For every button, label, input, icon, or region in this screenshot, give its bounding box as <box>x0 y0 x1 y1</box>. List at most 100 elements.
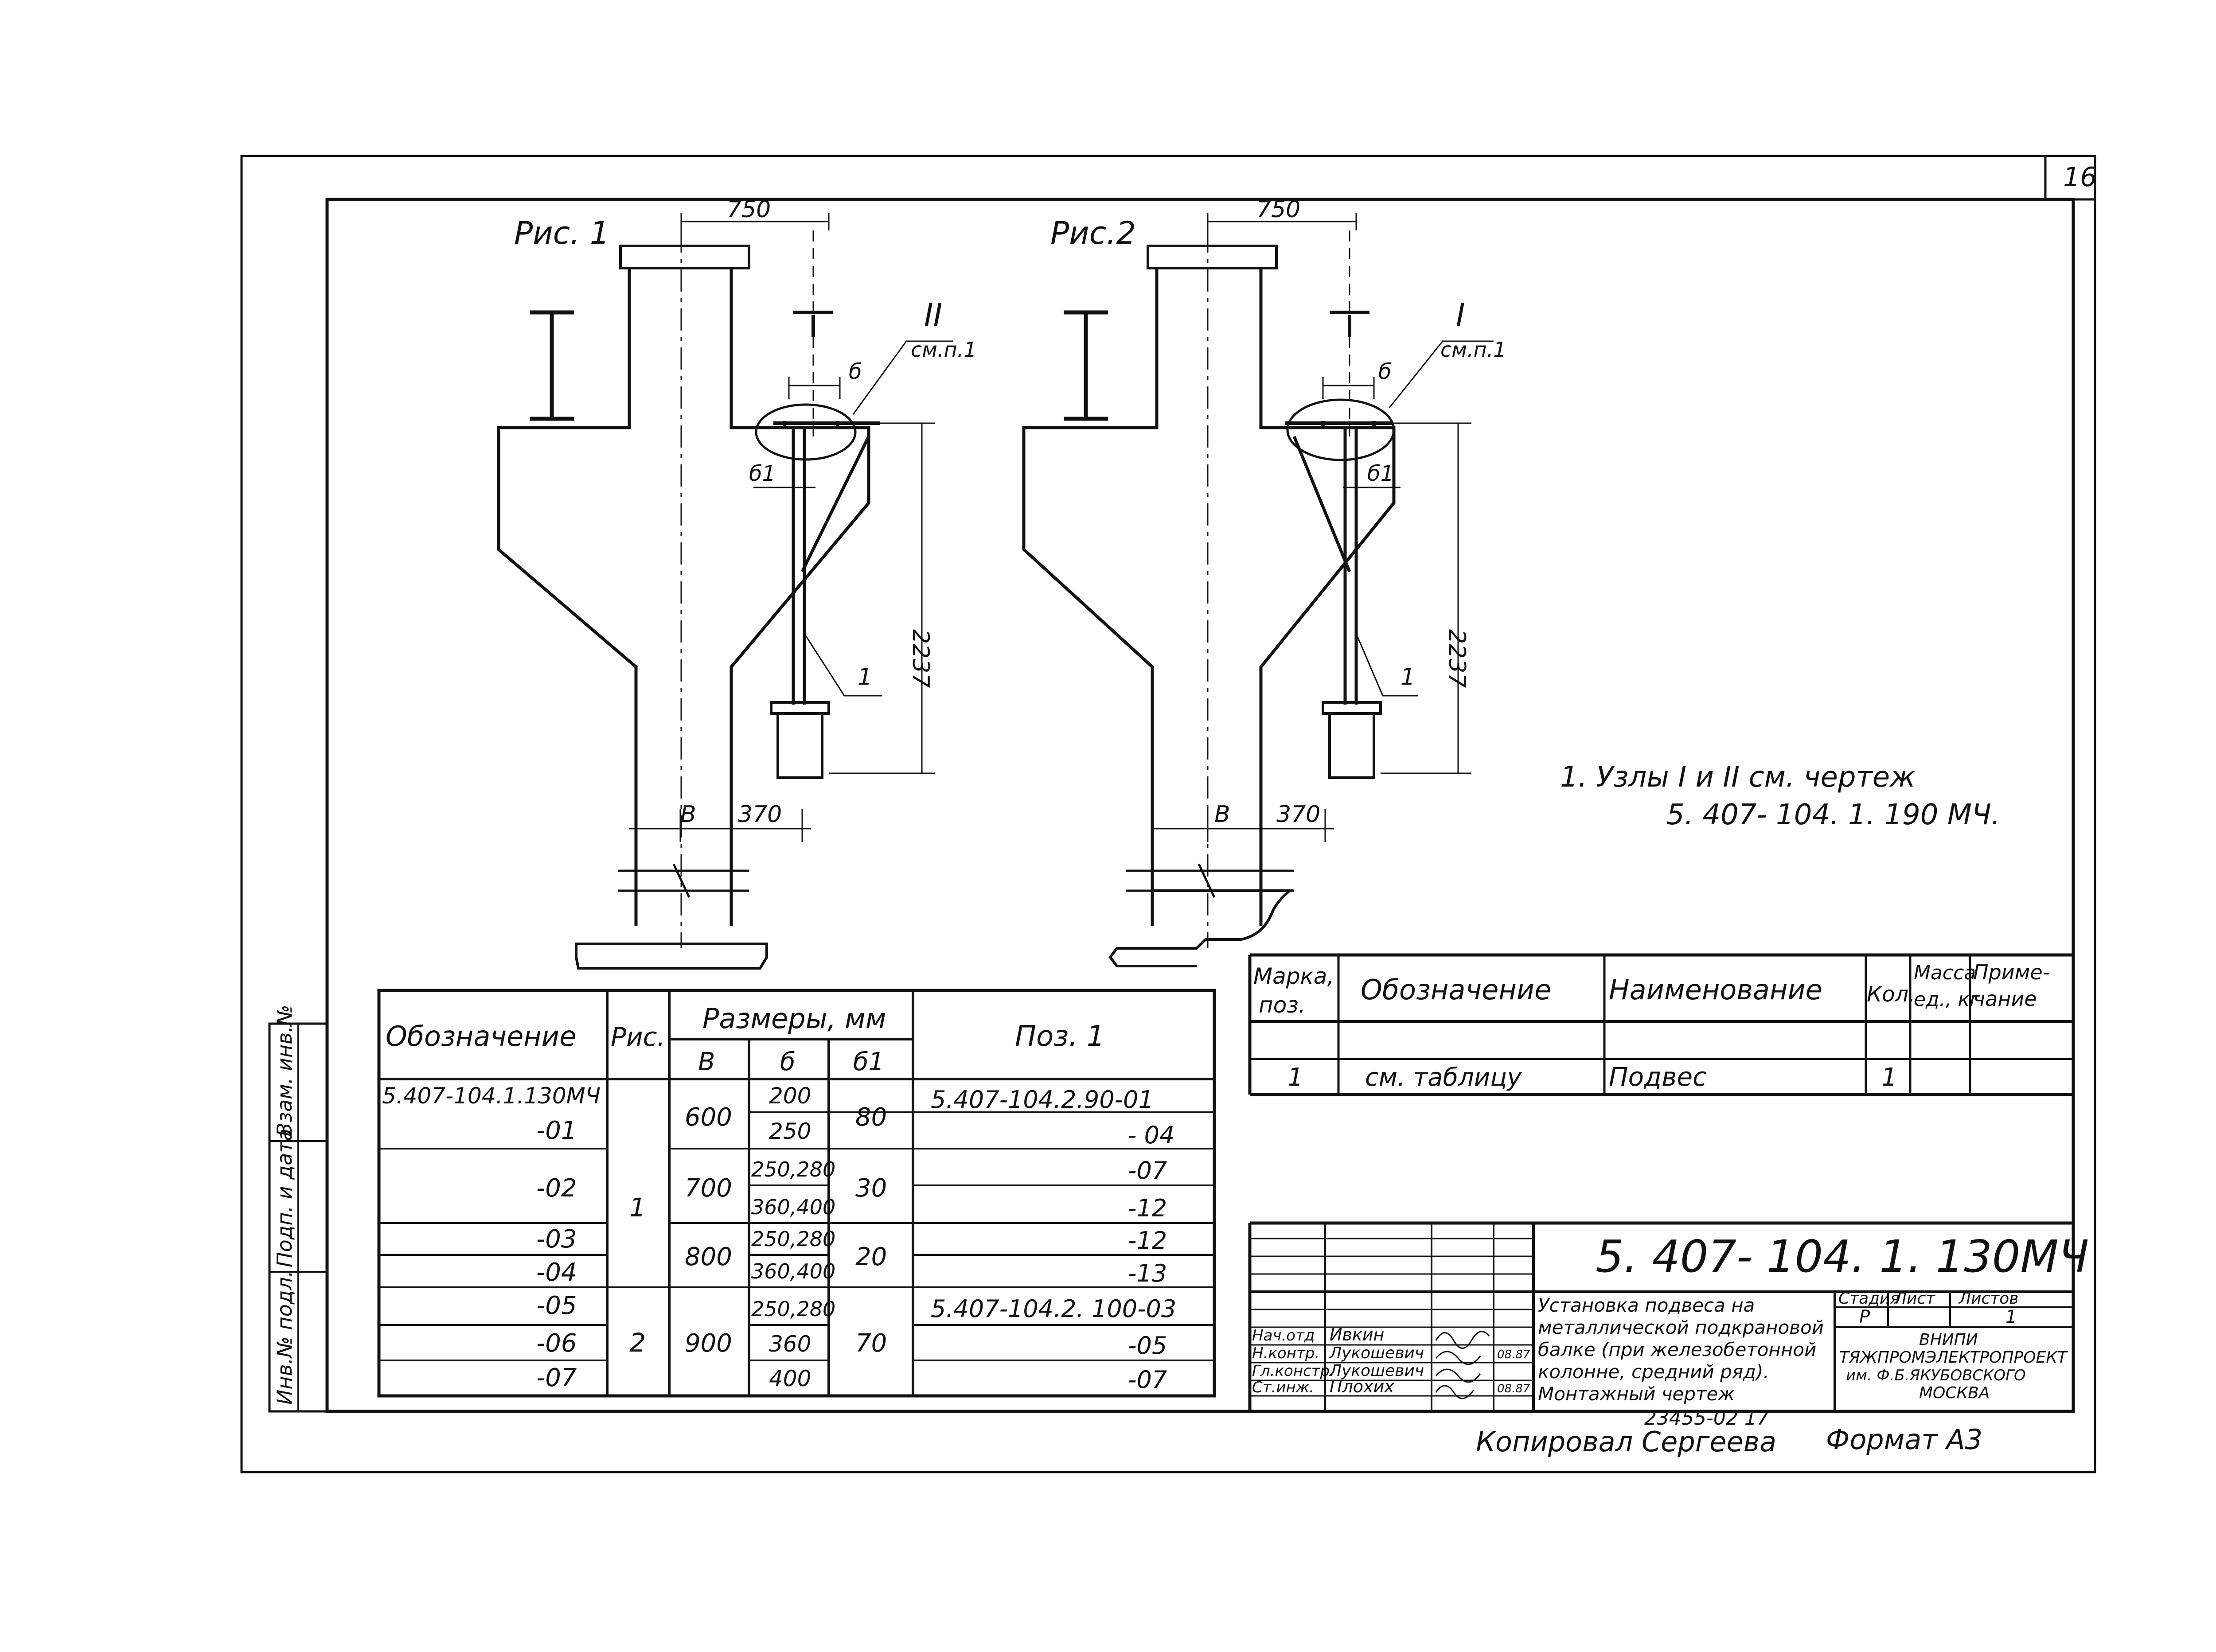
spec-header-designation: Обозначение <box>1361 974 1551 1006</box>
side-stamp-sign: Подп. и дата <box>273 1129 297 1267</box>
dims-header-b1: б1 <box>853 1048 884 1076</box>
spec-table-frame <box>1248 953 2073 1096</box>
fig2-node-leader <box>1389 340 1494 408</box>
dims-table-frame <box>377 989 1216 1398</box>
fig2-dim-2237: 2237 <box>1444 629 1470 688</box>
fig1-column-cap <box>619 245 750 269</box>
fig1-bracket <box>773 421 880 428</box>
org-line-3: МОСКВА <box>1919 1384 1990 1402</box>
fig1-dim-2237: 2237 <box>907 629 934 688</box>
fig1-hanger <box>792 428 870 705</box>
dims-b-1: 250 <box>769 1118 811 1144</box>
dims-b-3: 360,400 <box>751 1195 835 1219</box>
dims-fig-1: 2 <box>629 1328 646 1358</box>
fig2-title: Рис.2 <box>1050 215 1136 251</box>
spec-header-mark-2: поз. <box>1259 992 1306 1018</box>
fig2-dim-750-line <box>1207 213 1357 230</box>
fig2-pos-callout: 1 <box>1401 664 1415 690</box>
dims-b-7: 360 <box>769 1331 811 1357</box>
fig1-i-beam <box>530 310 574 421</box>
fig1-pos-callout: 1 <box>858 664 872 690</box>
fig2-hook-block <box>1328 712 1375 779</box>
fig2-dim-370: 370 <box>1276 801 1320 828</box>
dims-designation-0: 5.407-104.1.130МЧ <box>382 1083 601 1109</box>
fig1-dim-750: 750 <box>727 196 771 223</box>
dims-header-pos: Поз. 1 <box>1015 1020 1105 1053</box>
dims-b-8: 400 <box>769 1366 811 1391</box>
sheet-label: Лист <box>1894 1290 1935 1308</box>
dims-designation-2: -02 <box>536 1174 577 1203</box>
outer-frame <box>240 155 2096 1473</box>
archive-number: 23455-02 17 <box>1644 1407 1769 1430</box>
spec-row-name: Подвес <box>1609 1062 1707 1092</box>
fig2-hanger <box>1292 428 1358 705</box>
fig2-dim-b-line <box>1322 377 1375 399</box>
side-stamp-inv: Инв.№ подл. <box>273 1270 297 1405</box>
dims-designation-1: -01 <box>536 1116 577 1145</box>
fig1-title: Рис. 1 <box>514 215 609 251</box>
spec-table-cols <box>1337 955 1971 1095</box>
dims-pos-5: -13 <box>1128 1259 1167 1287</box>
role-3: Ст.инж. <box>1252 1379 1314 1396</box>
dims-designation-7: -07 <box>536 1364 577 1392</box>
sheet-number-box <box>2044 156 2095 201</box>
fig1-node-ref: см.п.1 <box>911 338 977 362</box>
spec-header-name: Наименование <box>1609 974 1822 1006</box>
fig1-column-outline <box>497 268 870 926</box>
spec-header-mark-1: Марка, <box>1253 963 1334 989</box>
fig1-dim-b1: б1 <box>749 461 776 486</box>
dims-pos-2: -07 <box>1128 1157 1167 1184</box>
fig2-bracket <box>1285 421 1392 428</box>
dims-header-sizes: Размеры, мм <box>702 1002 886 1035</box>
fig1-dim-B: В <box>680 801 696 828</box>
dims-designation-3: -03 <box>536 1225 577 1254</box>
stage-value: Р <box>1859 1307 1870 1327</box>
fig2-dim-750: 750 <box>1256 196 1300 223</box>
title-block-right-rules <box>1835 1292 2073 1328</box>
dims-b1-3: 70 <box>855 1329 887 1358</box>
side-stamp: Инв.№ подл. Подп. и дата Взам. инв.№ <box>268 1005 328 1413</box>
fig1-node-leader <box>852 340 953 415</box>
dims-header-designation: Обозначение <box>386 1020 576 1052</box>
signature-2 <box>1435 1368 1481 1383</box>
dims-table-cols <box>606 990 914 1396</box>
role-2: Гл.констр. <box>1252 1362 1334 1380</box>
spec-header-mass-2: ед., кг <box>1914 988 1980 1011</box>
dims-pos-0: 5.407-104.2.90-01 <box>931 1086 1154 1114</box>
fig2-pos-leader <box>1355 633 1418 697</box>
fig2-dim-b: б <box>1378 359 1392 384</box>
dims-b-5: 360,400 <box>751 1259 835 1283</box>
sheet-format: Формат А3 <box>1826 1423 1982 1456</box>
sheets-value: 1 <box>2005 1307 2017 1327</box>
dims-pos-3: -12 <box>1128 1194 1167 1222</box>
dims-b-6: 250,280 <box>751 1297 835 1321</box>
dims-header-fig: Рис. <box>611 1022 665 1052</box>
dims-table-row-rules <box>379 1111 1214 1361</box>
fig1-foot <box>575 943 768 970</box>
doc-code: 5. 407- 104. 1. 130МЧ <box>1596 1231 2089 1282</box>
name-2: Лукошевич <box>1329 1362 1424 1380</box>
role-0: Нач.отд <box>1252 1327 1315 1344</box>
fig1-break-lines <box>618 863 749 898</box>
dims-b1-1: 30 <box>855 1174 887 1203</box>
signature-1 <box>1435 1351 1481 1365</box>
fig1-node-mark: II <box>924 297 942 333</box>
date-1: 08.87 <box>1497 1382 1530 1395</box>
date-0: 08.87 <box>1497 1348 1530 1361</box>
fig2-column-cap <box>1147 245 1278 269</box>
note-line-2: 5. 407- 104. 1. 190 МЧ. <box>1666 799 2000 831</box>
dims-header-b: б <box>780 1048 796 1076</box>
dims-pos-4: -12 <box>1128 1227 1167 1255</box>
dims-B-0: 600 <box>685 1103 732 1132</box>
fig2-column-outline <box>1022 268 1396 926</box>
fig2-node-mark: I <box>1456 297 1465 333</box>
fig1-dim-b-line <box>788 377 841 399</box>
dims-designation-5: -05 <box>536 1291 577 1320</box>
spec-row-mark: 1 <box>1287 1063 1303 1092</box>
fig2-dim-2237-line <box>1381 422 1471 774</box>
dimensions-table: Обозначение Рис. Размеры, мм В б б1 Поз.… <box>377 989 1216 1398</box>
copied-by: Копировал Сергеева <box>1476 1426 1776 1458</box>
dims-pos-8: -07 <box>1128 1366 1167 1394</box>
dims-b1-2: 20 <box>855 1243 887 1271</box>
